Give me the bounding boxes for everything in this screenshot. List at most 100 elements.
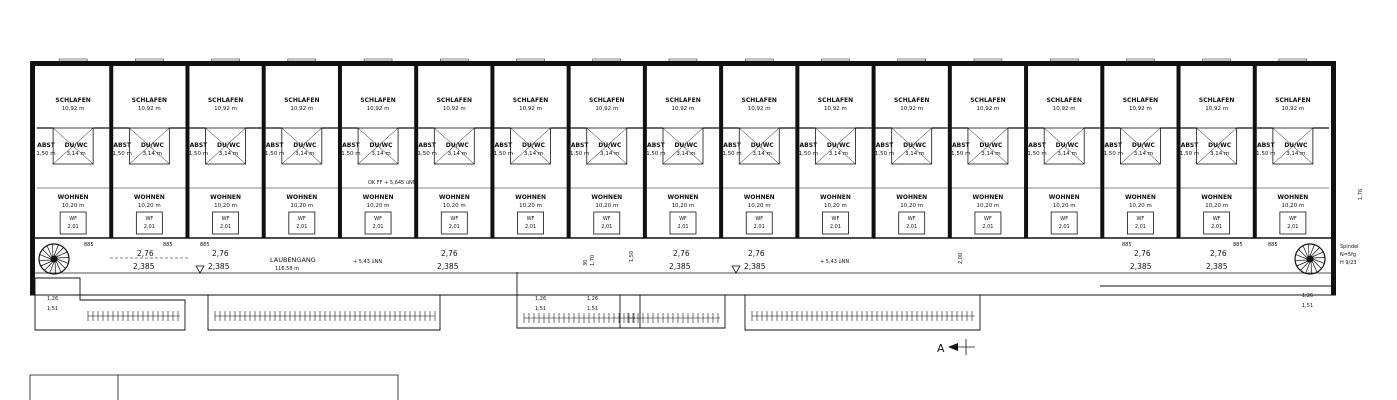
entry-hall-box — [898, 211, 926, 235]
window — [211, 58, 240, 62]
spiral-tread — [49, 261, 55, 274]
entry-hall-box — [288, 211, 316, 235]
room-area-storage: 1,50 m — [1104, 151, 1123, 157]
room-area-storage: 1,50 m — [1256, 151, 1275, 157]
room-label-storage: ABST — [342, 142, 361, 149]
entry-hall-box — [1279, 211, 1307, 235]
spiral-tread — [1312, 258, 1325, 264]
room-label-living: WOHNEN — [363, 194, 394, 201]
room-area-hall: 2,01 — [296, 224, 307, 230]
spiral-tread — [1296, 260, 1309, 267]
room-area-living: 10,20 m — [595, 203, 618, 209]
room-label-bath: DU/WC — [522, 142, 546, 149]
room-area-bath: 3,14 m — [1286, 151, 1305, 157]
room-area-sleep: 10,92 m — [672, 106, 695, 112]
room-label-storage: ABST — [952, 142, 971, 149]
room-label-sleep: SCHLAFEN — [1199, 97, 1234, 104]
bathroom-box — [1043, 127, 1085, 165]
spiral-tread — [1302, 245, 1309, 258]
room-area-living: 10,20 m — [748, 203, 771, 209]
window — [58, 58, 88, 62]
room-area-hall: 2,01 — [449, 224, 460, 230]
level-marker-icon — [731, 265, 741, 274]
bathroom-box — [281, 127, 323, 165]
spindle-note: Spindel N=5fg H 9/23 1,76 — [1340, 189, 1364, 266]
party-wall — [261, 66, 266, 238]
window — [1049, 58, 1079, 62]
entry-hall-box — [212, 211, 239, 235]
room-label-sleep: SCHLAFEN — [55, 97, 90, 104]
entry-hall-box — [822, 211, 849, 235]
room-area-hall: 2,01 — [372, 224, 383, 230]
bathroom-diagonal — [662, 127, 704, 165]
dim-door: 885 — [200, 242, 210, 248]
room-area-hall: 2,01 — [525, 224, 536, 230]
bathroom-diagonal — [510, 127, 551, 165]
room-area-storage: 1,50 m — [570, 151, 589, 157]
room-area-bath: 3,14 m — [524, 151, 543, 157]
spindle-steps: N=5fg — [1340, 252, 1356, 258]
bathroom-diagonal — [739, 127, 780, 165]
bathroom-box — [662, 127, 704, 165]
room-area-hall: 2,01 — [982, 224, 993, 230]
room-label-hall: WF — [1289, 216, 1297, 222]
dim-bay-lower: 2,385 — [1130, 262, 1152, 271]
room-label-sleep: SCHLAFEN — [589, 97, 624, 104]
room-label-sleep: SCHLAFEN — [742, 97, 777, 104]
bathroom-diagonal — [891, 127, 932, 165]
room-area-sleep: 10,92 m — [900, 106, 923, 112]
room-label-bath: DU/WC — [217, 142, 241, 149]
room-label-living: WOHNEN — [744, 194, 775, 201]
room-area-sleep: 10,92 m — [138, 106, 161, 112]
dim-column-b: 1,70 — [590, 255, 596, 266]
room-area-hall: 2,01 — [1059, 224, 1070, 230]
interior-level: OK FF + 5,645 üNN — [368, 180, 417, 186]
room-area-hall: 2,01 — [68, 224, 79, 230]
party-wall — [490, 66, 495, 238]
room-area-storage: 1,50 m — [494, 151, 513, 157]
spiral-tread — [1309, 244, 1315, 257]
corridor-level-left: + 5,43 üNN — [353, 259, 382, 265]
party-wall — [185, 66, 190, 238]
room-label-hall: WF — [755, 216, 763, 222]
dim-stair-b: 1,51 — [47, 306, 58, 312]
spiral-tread — [56, 259, 66, 269]
corridor-level-right: + 5,43 üNN — [820, 259, 849, 265]
room-label-sleep: SCHLAFEN — [1275, 97, 1310, 104]
dim-stair-b: 1,51 — [1302, 303, 1313, 309]
room-area-living: 10,20 m — [1205, 203, 1228, 209]
dim-bay-lower: 2,385 — [133, 262, 155, 271]
window — [287, 58, 317, 62]
room-area-sleep: 10,92 m — [1205, 106, 1228, 112]
corridor-label: LAUBENGANG — [270, 256, 316, 264]
room-area-storage: 1,50 m — [189, 151, 208, 157]
room-label-sleep: SCHLAFEN — [1046, 97, 1081, 104]
room-label-living: WOHNEN — [1201, 194, 1232, 201]
party-wall — [1024, 66, 1029, 238]
room-area-living: 10,20 m — [1281, 203, 1304, 209]
bathroom-diagonal — [357, 127, 399, 165]
room-label-living: WOHNEN — [896, 194, 927, 201]
entry-hall-box — [593, 211, 621, 235]
bathroom-diagonal — [205, 127, 246, 165]
room-label-living: WOHNEN — [58, 194, 89, 201]
spiral-tread — [1310, 247, 1320, 257]
spiral-stair-right — [1294, 243, 1326, 275]
entry-hall-box — [974, 211, 1002, 235]
section-marker-a: A — [937, 339, 975, 355]
room-label-bath: DU/WC — [65, 142, 89, 149]
corridor-area: 116,58 m — [275, 266, 299, 272]
room-area-storage: 1,50 m — [799, 151, 818, 157]
room-area-living: 10,20 m — [672, 203, 695, 209]
room-label-living: WOHNEN — [439, 194, 470, 201]
dim-bay-upper: 2,76 — [1134, 249, 1151, 258]
room-label-hall: WF — [1213, 216, 1221, 222]
bathroom-diagonal — [586, 127, 627, 165]
window — [897, 58, 926, 62]
